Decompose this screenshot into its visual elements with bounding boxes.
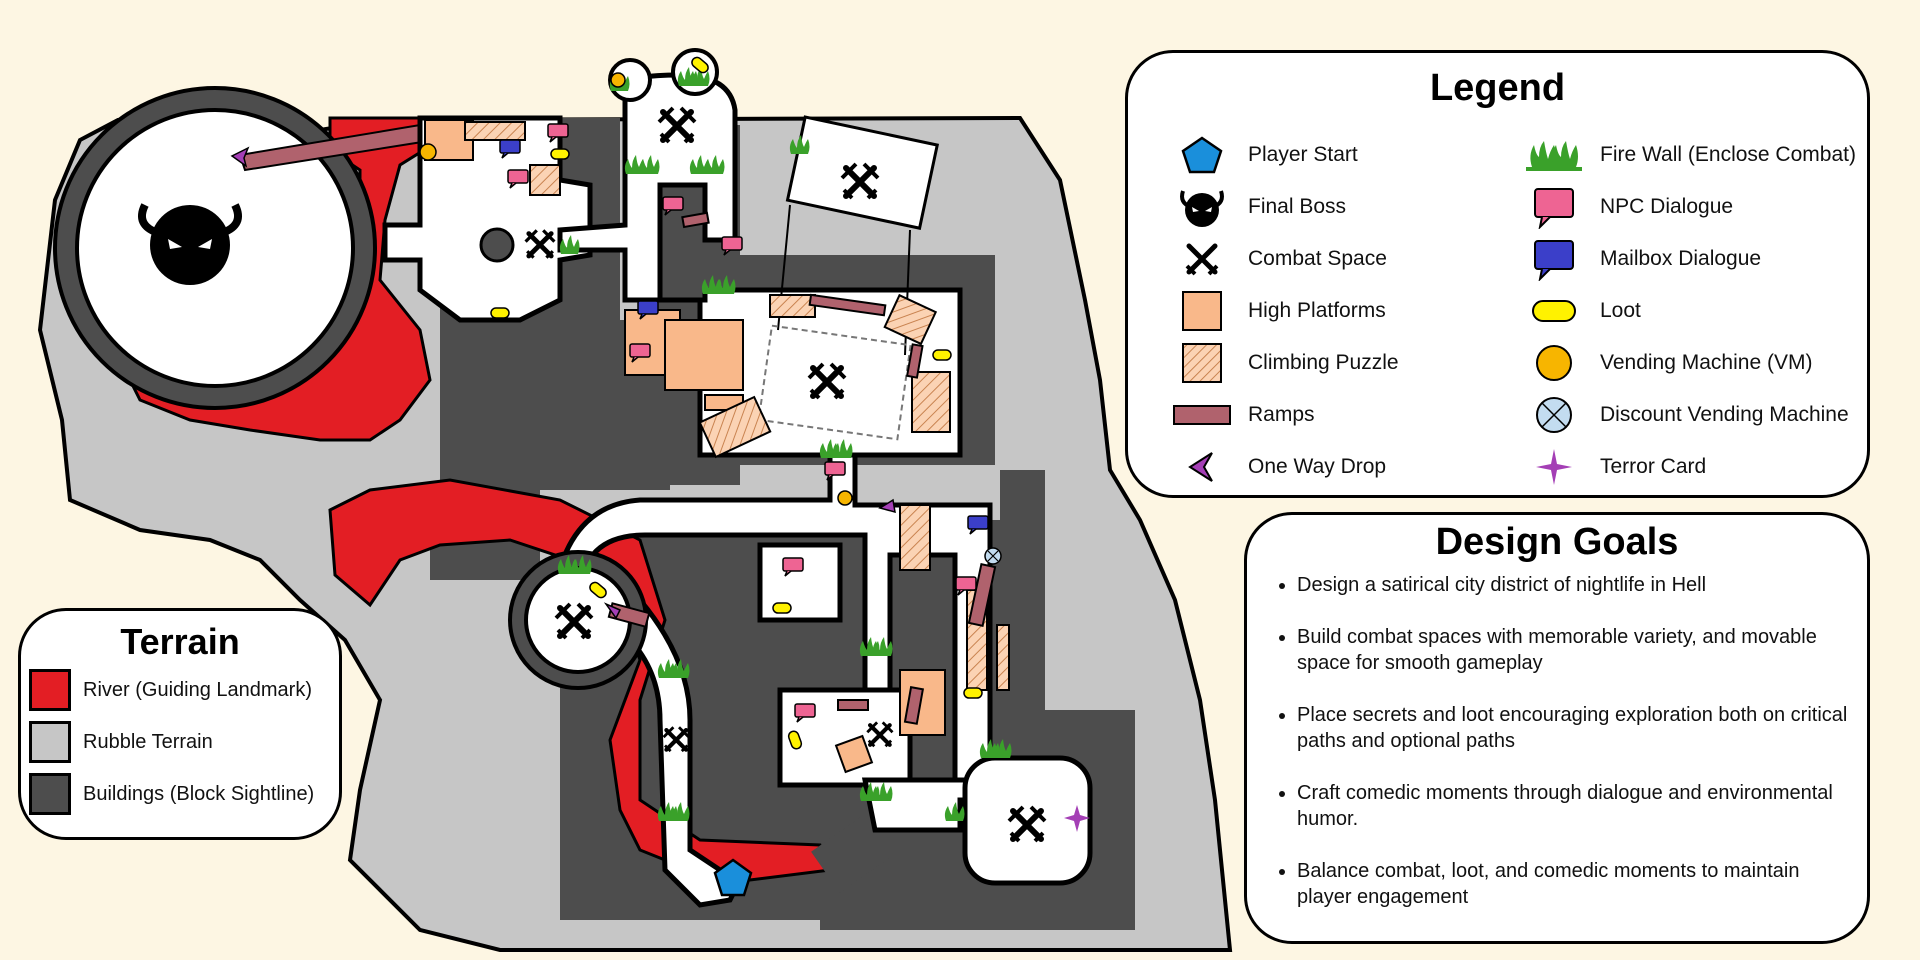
final-boss-icon bbox=[138, 203, 242, 285]
legend-item-mailbox-dialogue: Mailbox Dialogue bbox=[1524, 237, 1761, 281]
pink-speech-bubble-icon bbox=[1524, 185, 1584, 229]
crossed-circle-icon bbox=[1524, 393, 1584, 437]
list-item: Place secrets and loot encouraging explo… bbox=[1297, 702, 1853, 754]
purple-star-icon bbox=[1524, 445, 1584, 489]
legend-item-discount-vending: Discount Vending Machine bbox=[1524, 393, 1849, 437]
legend-item-npc-dialogue: NPC Dialogue bbox=[1524, 185, 1733, 229]
crossed-swords-icon bbox=[1172, 237, 1232, 281]
legend-item-combat-space: Combat Space bbox=[1172, 237, 1387, 281]
list-item: Craft comedic moments through dialogue a… bbox=[1297, 780, 1853, 832]
pentagon-icon bbox=[1172, 133, 1232, 177]
legend-panel: Legend Player Start Final Boss Combat Sp… bbox=[1125, 50, 1870, 498]
ramps bbox=[607, 211, 997, 725]
terror-card-icon bbox=[1064, 805, 1090, 832]
green-flames-icon bbox=[1524, 133, 1584, 177]
yellow-pill-icon bbox=[1524, 289, 1584, 333]
legend-item-player-start: Player Start bbox=[1172, 133, 1358, 177]
legend-item-loot: Loot bbox=[1524, 289, 1641, 333]
gold-circle-icon bbox=[1524, 341, 1584, 385]
terrain-item-river: River (Guiding Landmark) bbox=[29, 669, 312, 711]
list-item: Design a satirical city district of nigh… bbox=[1297, 572, 1853, 598]
legend-item-high-platforms: High Platforms bbox=[1172, 289, 1386, 333]
design-goals-panel: Design Goals Design a satirical city dis… bbox=[1244, 512, 1870, 944]
buildings-swatch-icon bbox=[29, 773, 71, 815]
blue-speech-bubble-icon bbox=[1524, 237, 1584, 281]
rubble-swatch-icon bbox=[29, 721, 71, 763]
list-item: Balance combat, loot, and comedic moment… bbox=[1297, 858, 1853, 910]
legend-item-terror-card: Terror Card bbox=[1524, 445, 1706, 489]
design-goals-list: Design a satirical city district of nigh… bbox=[1247, 572, 1867, 910]
legend-item-ramps: Ramps bbox=[1172, 393, 1315, 437]
legend-title: Legend bbox=[1429, 67, 1566, 109]
river-swatch-icon bbox=[29, 669, 71, 711]
ramp-bar-icon bbox=[1172, 393, 1232, 437]
terrain-panel: Terrain River (Guiding Landmark) Rubble … bbox=[18, 608, 342, 840]
demon-head-icon bbox=[1172, 185, 1232, 229]
terrain-title: Terrain bbox=[120, 621, 240, 662]
legend-item-vending-machine: Vending Machine (VM) bbox=[1524, 341, 1812, 385]
player-start-icon bbox=[713, 858, 753, 897]
purple-chevron-icon bbox=[1172, 445, 1232, 489]
legend-item-climbing-puzzle: Climbing Puzzle bbox=[1172, 341, 1399, 385]
orange-square-icon bbox=[1172, 289, 1232, 333]
design-goals-title: Design Goals bbox=[1435, 521, 1679, 563]
combat-banner bbox=[785, 115, 940, 230]
legend-item-fire-wall: Fire Wall (Enclose Combat) bbox=[1524, 133, 1856, 177]
legend-item-final-boss: Final Boss bbox=[1172, 185, 1346, 229]
list-item: Build combat spaces with memorable varie… bbox=[1297, 624, 1853, 676]
vending-machine-icon bbox=[419, 143, 437, 161]
terrain-item-rubble: Rubble Terrain bbox=[29, 721, 213, 763]
legend-item-one-way-drop: One Way Drop bbox=[1172, 445, 1386, 489]
terrain-item-buildings: Buildings (Block Sightline) bbox=[29, 773, 314, 815]
one-way-drop-icon bbox=[230, 146, 250, 168]
hatched-square-icon bbox=[1172, 341, 1232, 385]
